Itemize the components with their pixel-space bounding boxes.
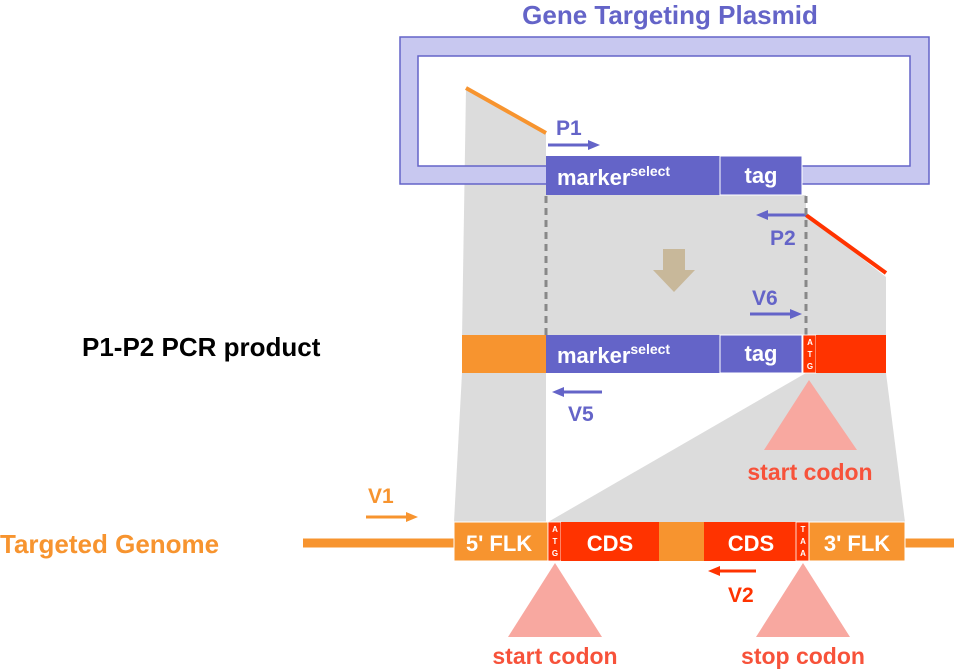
p2-arrow [756,210,806,220]
p1-label: P1 [556,117,582,140]
v5-label: V5 [568,403,594,426]
stop-codon-label: stop codon [741,643,865,669]
genome-cds2-label: CDS [728,531,774,556]
start-codon-pointer-genome [508,563,602,637]
stop-codon-pointer [756,563,850,637]
pcr-marker-sup: select [630,341,670,357]
genome-3flk-label: 3' FLK [824,531,890,556]
genome-5flk-box [453,521,549,562]
plasmid-3-arm [804,213,888,275]
genome-cds1-box [561,522,659,561]
pcr-tag-box [719,334,803,374]
homology-5-pcr-to-genome [454,373,546,522]
genome-atg-letters: A T G [552,525,558,558]
genome-3flk-box [808,521,906,562]
plasmid-marker-base: marker [557,165,631,190]
genome-atg-t: T [553,537,558,546]
genome-atg-g: G [552,549,558,558]
start-codon-label-genome: start codon [492,643,617,669]
plasmid-marker-sup: select [630,163,670,179]
genome-5flk-label: 5' FLK [466,531,532,556]
plasmid-title: Gene Targeting Plasmid [522,0,818,30]
plasmid-marker-label: markerselect [557,163,670,190]
pcr-marker-box [546,335,720,373]
v6-label: V6 [752,287,778,310]
v1-arrow [366,512,418,522]
pcr-5-arm [462,335,546,373]
p2-label: P2 [770,227,796,250]
pcr-atg-a: A [807,338,813,347]
v6-arrow [750,309,802,319]
genome-taa-t: T [801,525,806,534]
genome-taa-a2: A [800,549,806,558]
genome-cds2-box [704,522,796,561]
genome-cds1-label: CDS [587,531,633,556]
pcr-marker-base: marker [557,343,631,368]
v1-label: V1 [368,485,394,508]
pcr-atg-letters: A T G [807,338,813,371]
v2-label: V2 [728,584,754,607]
plasmid-tag-box [719,155,803,196]
down-arrow [653,249,695,292]
v2-arrow [708,566,756,576]
p1-arrow [548,140,600,150]
pcr-3-arm [816,335,886,373]
genome-taa-a1: A [800,537,806,546]
genome-label: Targeted Genome [0,529,219,559]
plasmid-frame [399,36,930,185]
plasmid-marker-box [546,156,720,195]
homology-3-plasmid-to-pcr [806,215,886,338]
genome-intron-box [659,522,704,561]
genome-atg-a: A [552,525,558,534]
pcr-tag-label: tag [745,341,778,366]
pcr-atg-t: T [808,350,813,359]
pcr-atg-g: G [807,362,813,371]
pcr-label: P1-P2 PCR product [82,332,321,362]
homology-5-plasmid-to-pcr [462,88,546,338]
start-codon-label-pcr: start codon [747,459,872,485]
start-codon-pointer-pcr [764,380,857,450]
plasmid-5-arm [465,86,547,135]
plasmid-tag-label: tag [745,163,778,188]
pcr-marker-label: markerselect [557,341,670,368]
v5-arrow [552,387,602,397]
genome-taa-letters: T A A [800,525,806,558]
